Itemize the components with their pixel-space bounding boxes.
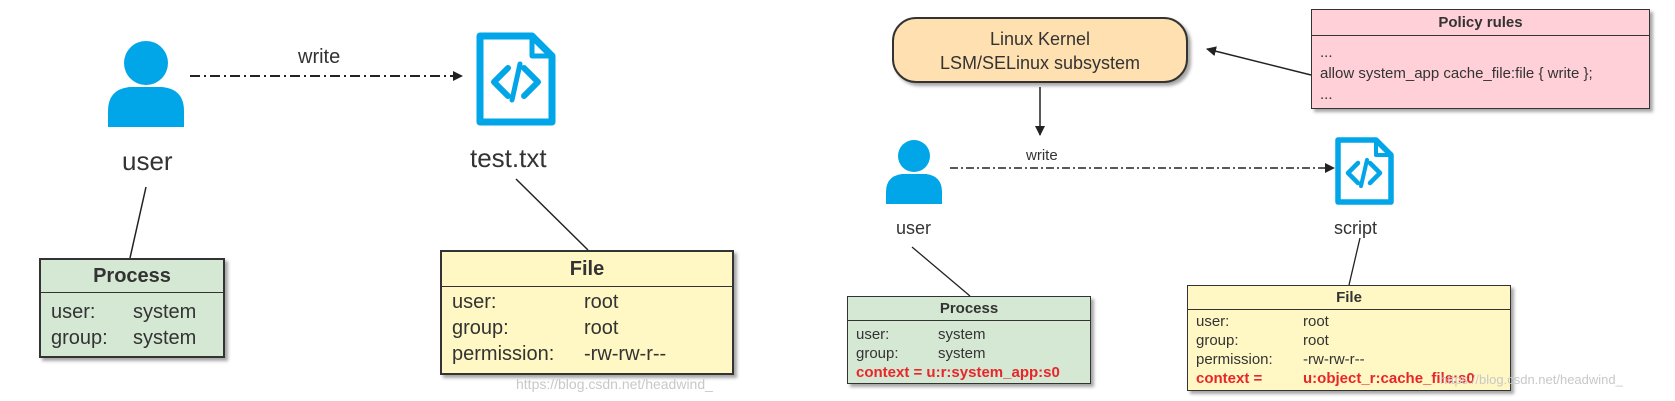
context-value: u:object_r:cache_file:s0 — [1303, 370, 1475, 387]
right-user-icon — [883, 138, 945, 204]
left-file-row: permission: -rw-rw-r-- — [452, 343, 732, 369]
row-value: -rw-rw-r-- — [1303, 351, 1365, 368]
left-user-process-link — [129, 186, 147, 259]
row-value: system — [133, 327, 197, 349]
row-key: user: — [1196, 313, 1230, 330]
right-file-box: File user: root group: root permission: … — [1187, 285, 1511, 391]
right-file-box-link — [1348, 237, 1361, 286]
policy-title: Policy rules — [1312, 10, 1649, 36]
right-watermark: https://blog.csdn.net/headwind_ — [1440, 372, 1623, 387]
right-file-context: context = u:object_r:cache_file:s0 — [1196, 370, 1510, 389]
left-file-icon — [474, 32, 556, 126]
right-process-title: Process — [848, 297, 1090, 321]
left-process-row: group: system — [51, 327, 223, 353]
left-process-title: Process — [41, 260, 223, 293]
left-edge-label: write — [298, 46, 341, 68]
row-value: -rw-rw-r-- — [584, 343, 667, 365]
kernel-node: Linux Kernel LSM/SELinux subsystem — [892, 17, 1188, 83]
left-file-label: test.txt — [470, 143, 547, 173]
policy-line2: allow system_app cache_file:file { write… — [1320, 65, 1593, 82]
left-user-label: user — [122, 146, 173, 176]
right-file-icon — [1333, 136, 1395, 206]
row-key: user: — [856, 326, 890, 343]
right-file-row: permission: -rw-rw-r-- — [1196, 351, 1510, 370]
left-process-row: user: system — [51, 301, 223, 327]
left-process-box: Process user: system group: system — [39, 258, 225, 358]
policy-line3: ... — [1320, 86, 1333, 103]
right-edge-label: write — [1026, 147, 1058, 164]
kernel-line1: Linux Kernel — [989, 29, 1091, 49]
row-key: user: — [51, 301, 96, 323]
row-value: system — [938, 345, 986, 362]
row-key: permission: — [452, 343, 555, 365]
row-value: root — [584, 317, 619, 339]
right-user-process-link — [911, 246, 971, 297]
row-key: group: — [452, 317, 509, 339]
left-user-icon — [104, 37, 188, 127]
row-value: system — [133, 301, 197, 323]
right-file-row: user: root — [1196, 313, 1510, 332]
left-file-row: group: root — [452, 317, 732, 343]
row-value: root — [1303, 332, 1329, 349]
left-watermark: https://blog.csdn.net/headwind_ — [516, 376, 713, 392]
row-key: user: — [452, 291, 497, 313]
kernel-line2: LSM/SELinux subsystem — [939, 53, 1141, 73]
right-process-row: group: system — [856, 345, 1090, 364]
row-value: system — [938, 326, 986, 343]
right-process-row: user: system — [856, 326, 1090, 345]
row-key: group: — [856, 345, 899, 362]
row-key: permission: — [1196, 351, 1273, 368]
right-file-row: group: root — [1196, 332, 1510, 351]
right-process-box: Process user: system group: system conte… — [847, 296, 1091, 384]
right-process-context: context = u:r:system_app:s0 — [856, 364, 1060, 381]
row-value: root — [1303, 313, 1329, 330]
right-user-label: user — [896, 218, 932, 238]
row-value: root — [584, 291, 619, 313]
policy-to-kernel-arrow — [1206, 46, 1312, 76]
policy-rules-box: Policy rules ... allow system_app cache_… — [1311, 9, 1650, 109]
left-file-box: File user: root group: root permission: … — [440, 250, 734, 375]
context-key: context = — [1196, 370, 1263, 387]
right-file-title: File — [1188, 286, 1510, 310]
left-file-box-link — [515, 178, 589, 251]
policy-line1: ... — [1320, 44, 1333, 61]
right-file-label: script — [1334, 218, 1378, 238]
row-key: group: — [51, 327, 108, 349]
row-key: group: — [1196, 332, 1239, 349]
left-file-title: File — [442, 252, 732, 287]
left-file-row: user: root — [452, 291, 732, 317]
